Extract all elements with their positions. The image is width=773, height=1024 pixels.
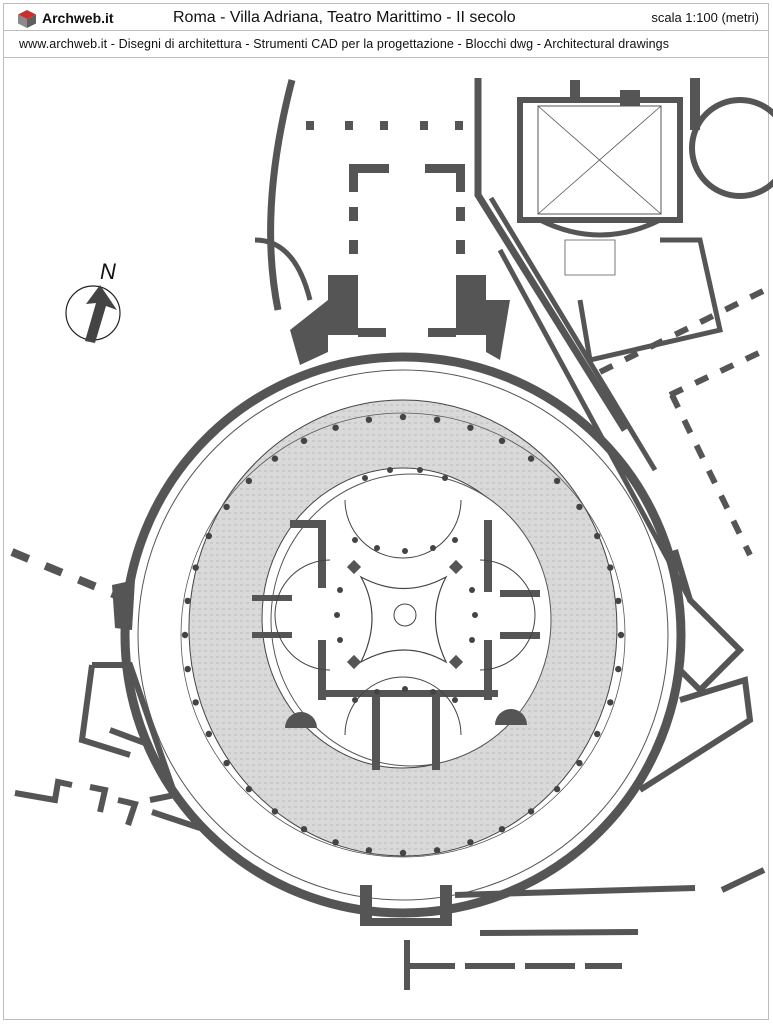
- north-lobby-wall: [254, 237, 313, 301]
- ring-column: [433, 847, 441, 854]
- ring-column: [184, 665, 191, 673]
- ring-column: [467, 424, 474, 431]
- ring-column: [615, 597, 622, 605]
- column-ring-line: [180, 412, 626, 858]
- west-pier: [112, 580, 135, 630]
- portico-inner-line: [137, 369, 669, 901]
- ring-column: [617, 631, 625, 639]
- island-central-basin: [393, 603, 417, 627]
- subtitle-bar: www.archweb.it - Disegni di architettura…: [3, 31, 769, 58]
- ring-column: [184, 597, 191, 605]
- drawing-title: Roma - Villa Adriana, Teatro Marittimo -…: [173, 9, 516, 26]
- south-entrance: [360, 885, 452, 926]
- southwest-wall-inner: [108, 727, 152, 748]
- far-east-wall: [720, 867, 766, 893]
- drawing-scale: scala 1:100 (metri): [651, 10, 759, 25]
- north-exedra: [344, 499, 462, 559]
- ring-column: [245, 785, 253, 793]
- ring-column: [527, 808, 535, 815]
- ring-column: [332, 839, 339, 846]
- brand-name[interactable]: Archweb.it: [42, 10, 114, 26]
- ring-column: [300, 826, 308, 833]
- ring-column: [399, 413, 407, 421]
- south-walls: [404, 885, 696, 990]
- archweb-logo-icon: [18, 10, 36, 28]
- ring-column: [205, 532, 212, 540]
- ring-column: [332, 424, 339, 431]
- ring-column: [433, 416, 441, 423]
- ring-column: [192, 699, 199, 706]
- outer-ring-wall: [120, 352, 686, 918]
- north-left-curved-wall: [267, 79, 296, 311]
- ring-column: [594, 532, 601, 540]
- ring-column: [576, 759, 583, 767]
- north-arrow-icon: N: [65, 259, 121, 343]
- island-central-room: [359, 575, 448, 664]
- southwest-ruins: [14, 778, 201, 831]
- ring-column: [205, 730, 212, 738]
- ring-column: [365, 847, 373, 854]
- ring-column: [245, 477, 253, 485]
- west-wall-dashed: [10, 548, 120, 600]
- ring-column: [192, 564, 199, 571]
- northeast-rooms: [517, 78, 773, 557]
- ring-column: [498, 826, 506, 833]
- southwest-wall-outer: [78, 662, 179, 803]
- site-tagline: www.archweb.it - Disegni di architettura…: [19, 37, 670, 51]
- title-bar: Archweb.it Roma - Villa Adriana, Teatro …: [3, 3, 769, 31]
- column-ring: [181, 413, 625, 857]
- north-corridor-wall: [474, 78, 628, 432]
- ring-column: [553, 477, 561, 485]
- ring-column: [365, 416, 373, 423]
- east-exedra: [479, 559, 536, 671]
- ring-column: [300, 437, 308, 444]
- ring-column: [271, 808, 279, 815]
- north-vestibule-walls: [290, 121, 510, 365]
- compass-label: N: [100, 259, 116, 284]
- west-exedra: [274, 559, 331, 671]
- island-columns: [334, 467, 478, 703]
- ring-column: [181, 631, 189, 639]
- ring-column: [271, 455, 279, 462]
- ring-column: [498, 437, 506, 444]
- east-entry-wall: [672, 549, 745, 695]
- ring-column: [607, 564, 614, 571]
- island-piers: [285, 559, 527, 728]
- ring-column: [576, 503, 583, 511]
- ring-column: [615, 665, 622, 673]
- ring-column: [607, 699, 614, 706]
- east-wall-diagonal: [497, 248, 693, 602]
- southeast-wall: [638, 676, 754, 793]
- ring-column: [527, 455, 535, 462]
- ring-column: [467, 839, 474, 846]
- south-exedra: [344, 676, 462, 736]
- ring-column: [399, 849, 407, 857]
- ring-column: [223, 759, 230, 767]
- north-corridor-inner: [488, 196, 658, 472]
- drawing-frame: [3, 3, 769, 1020]
- ring-column: [553, 785, 561, 793]
- island-walls: [252, 520, 540, 770]
- ring-column: [594, 730, 601, 738]
- ring-column: [223, 503, 230, 511]
